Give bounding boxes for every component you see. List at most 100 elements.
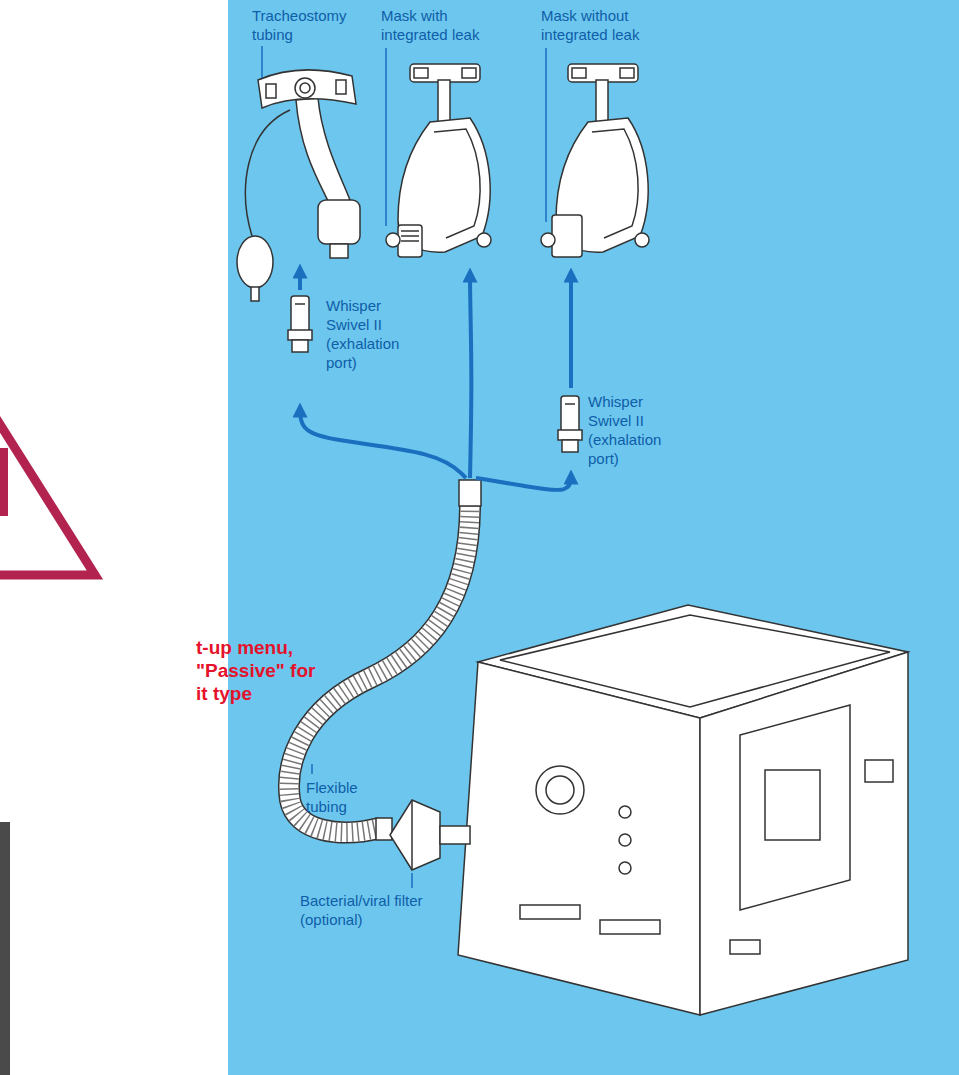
trach-cuff bbox=[318, 200, 360, 244]
component-label-box: Mask with integrated leak bbox=[375, 4, 497, 270]
device-port bbox=[536, 766, 584, 814]
filter-body bbox=[390, 800, 440, 870]
leader-line bbox=[261, 46, 263, 78]
device-slot bbox=[600, 920, 660, 934]
tubing-cuff bbox=[376, 818, 392, 840]
flow-arrow bbox=[300, 407, 466, 478]
device-knob bbox=[619, 834, 631, 846]
filter-figure bbox=[390, 800, 470, 870]
mask-elbow bbox=[398, 225, 422, 257]
tubing-figure bbox=[289, 480, 481, 840]
device-side bbox=[700, 652, 908, 1015]
flow-arrow bbox=[298, 268, 302, 290]
trach-flange bbox=[258, 70, 356, 108]
device-knob bbox=[619, 862, 631, 874]
component-label-box: Whisper Swivel II (exhalation port) bbox=[284, 290, 412, 405]
part-label: Flexible tubing bbox=[306, 778, 368, 816]
tracheostomy-figure bbox=[237, 70, 360, 301]
photo-edge bbox=[0, 822, 10, 1075]
bulb-tip bbox=[251, 287, 259, 301]
mask-post bbox=[438, 80, 450, 125]
leader-lines bbox=[262, 46, 546, 888]
component-label-box: Tracheostomy tubing bbox=[238, 4, 368, 266]
trach-tube bbox=[296, 98, 350, 205]
device-knob bbox=[619, 806, 631, 818]
mask-elbow bbox=[552, 215, 582, 257]
filter-seam bbox=[411, 800, 413, 870]
part-label: Whisper Swivel II (exhalation port) bbox=[326, 296, 408, 372]
trach-opening bbox=[295, 78, 315, 98]
trach-opening bbox=[300, 83, 310, 93]
part-label: Tracheostomy tubing bbox=[252, 6, 352, 44]
strap-clip bbox=[541, 233, 555, 247]
flange-slot bbox=[336, 80, 346, 94]
part-label: Mask without integrated leak bbox=[541, 6, 659, 44]
filter-stub bbox=[440, 826, 470, 844]
trach-tip bbox=[330, 244, 348, 258]
strap-clip bbox=[635, 233, 649, 247]
flow-arrow bbox=[476, 474, 571, 490]
device-lid bbox=[500, 615, 890, 707]
leader-line bbox=[385, 48, 387, 226]
strap-slot bbox=[462, 68, 476, 78]
device-port bbox=[546, 776, 574, 804]
mask-cushion bbox=[592, 129, 638, 238]
swivel-figure bbox=[288, 296, 312, 352]
leader-line bbox=[311, 764, 313, 774]
swivel-vent bbox=[295, 303, 305, 305]
flow-arrow bbox=[569, 272, 573, 388]
swivel-ring bbox=[558, 430, 582, 440]
blue-panel bbox=[228, 0, 959, 1075]
tubing-body bbox=[289, 505, 470, 832]
part-label: Whisper Swivel II (exhalation port) bbox=[588, 392, 670, 468]
mask-cushion bbox=[434, 129, 480, 238]
leak-vent bbox=[401, 240, 419, 242]
tubing-ribs bbox=[289, 505, 470, 832]
strap-clip bbox=[477, 233, 491, 247]
device-front bbox=[458, 662, 700, 1015]
leader-line bbox=[545, 48, 547, 222]
component-label-box: Flexible tubing bbox=[280, 478, 495, 835]
pilot-bulb bbox=[237, 236, 273, 288]
device-slot bbox=[520, 905, 580, 919]
device-connector bbox=[865, 760, 893, 782]
strap-clip bbox=[386, 233, 400, 247]
flange-slot bbox=[266, 84, 276, 98]
device-panel bbox=[765, 770, 820, 840]
leader-line bbox=[411, 873, 413, 888]
swivel-ring bbox=[288, 330, 312, 340]
tubing-outline bbox=[289, 505, 470, 832]
swivel-body bbox=[291, 296, 309, 332]
ventilator-figure bbox=[458, 605, 908, 1015]
setup-note: t-up menu, "Passive" for it type bbox=[196, 636, 331, 705]
component-label-box: Whisper Swivel II (exhalation port) bbox=[554, 388, 679, 472]
component-label-box: Mask without integrated leak bbox=[535, 4, 663, 270]
strap-slot bbox=[572, 68, 586, 78]
device-connector bbox=[730, 940, 760, 954]
swivel-figure bbox=[558, 396, 582, 452]
swivel-vent bbox=[565, 403, 575, 405]
swivel-body bbox=[561, 396, 579, 432]
device-panel bbox=[740, 705, 850, 910]
leak-vent bbox=[401, 235, 419, 237]
mask-figure bbox=[541, 64, 649, 257]
mask-figure bbox=[386, 64, 491, 257]
swivel-base bbox=[292, 340, 308, 352]
flow-arrow bbox=[470, 272, 471, 478]
tubing-cuff bbox=[459, 480, 481, 506]
part-label: Mask with integrated leak bbox=[381, 6, 493, 44]
pilot-line bbox=[246, 110, 290, 236]
leak-vent bbox=[401, 230, 419, 232]
warning-triangle bbox=[0, 250, 95, 575]
part-label: Bacterial/viral filter (optional) bbox=[300, 891, 450, 929]
strap-slot bbox=[414, 68, 428, 78]
mask-post bbox=[596, 80, 608, 125]
swivel-base bbox=[562, 440, 578, 452]
warning-mark bbox=[0, 448, 8, 516]
component-label-box: Bacterial/viral filter (optional) bbox=[298, 795, 454, 937]
strap-slot bbox=[620, 68, 634, 78]
